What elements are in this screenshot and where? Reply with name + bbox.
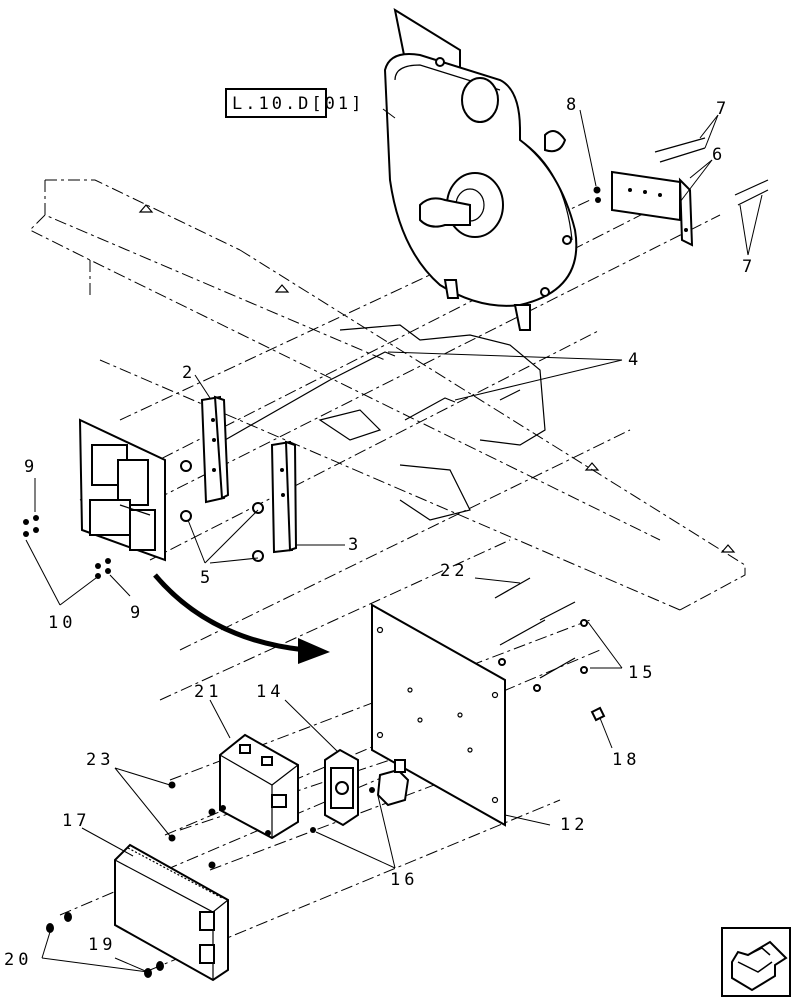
callout-12: 12 — [560, 815, 588, 835]
callout-15: 15 — [628, 663, 656, 683]
detail-arrow — [153, 573, 330, 664]
callouts: 2 3 4 5 6 7 7 8 9 9 10 12 14 15 16 17 18… — [4, 95, 756, 970]
switch-14 — [324, 748, 359, 827]
callout-9-left: 9 — [24, 457, 38, 477]
callout-23: 23 — [86, 750, 114, 770]
leader-lines — [25, 109, 763, 974]
callout-17: 17 — [62, 811, 90, 831]
washers-19-20 — [46, 912, 164, 978]
callout-5: 5 — [200, 568, 214, 588]
hose-reel — [383, 7, 578, 331]
bolts-15-22 — [494, 577, 588, 692]
callout-14: 14 — [256, 682, 284, 702]
frame-tabs — [138, 204, 736, 553]
callout-7-right: 7 — [742, 257, 756, 277]
callout-10: 10 — [48, 613, 76, 633]
fasteners-9-10 — [23, 515, 111, 579]
callout-19: 19 — [88, 935, 116, 955]
panel-12 — [371, 603, 506, 827]
callout-20: 20 — [4, 950, 32, 970]
next-page-arrow-icon[interactable] — [721, 927, 791, 997]
nut-8 — [593, 186, 601, 203]
bracket-6 — [611, 170, 694, 247]
left-mount-plate — [78, 418, 166, 562]
reference-box: L.10.D[01] — [225, 88, 396, 119]
junction-box-21 — [219, 733, 299, 840]
pivot-casting — [318, 324, 546, 521]
bracket-3 — [270, 440, 298, 554]
callout-3: 3 — [348, 535, 362, 555]
callout-6: 6 — [712, 145, 726, 165]
callout-22: 22 — [440, 561, 468, 581]
relay-16 — [310, 759, 410, 833]
controller-17 — [114, 843, 229, 982]
callout-7-top: 7 — [716, 99, 730, 119]
callout-4: 4 — [628, 350, 642, 370]
bolts-7 — [654, 137, 769, 206]
callout-8: 8 — [566, 95, 580, 115]
callout-2: 2 — [182, 363, 196, 383]
reference-box-label: L.10.D[01] — [232, 94, 364, 114]
u-bolts-4 — [224, 351, 456, 441]
bolt-18 — [590, 706, 606, 722]
bracket-2 — [200, 395, 230, 504]
nuts-5 — [180, 460, 264, 562]
callout-9-right: 9 — [130, 603, 144, 623]
callout-16: 16 — [390, 870, 418, 890]
callout-21: 21 — [194, 682, 222, 702]
nuts-23 — [168, 781, 216, 869]
callout-18: 18 — [612, 750, 640, 770]
